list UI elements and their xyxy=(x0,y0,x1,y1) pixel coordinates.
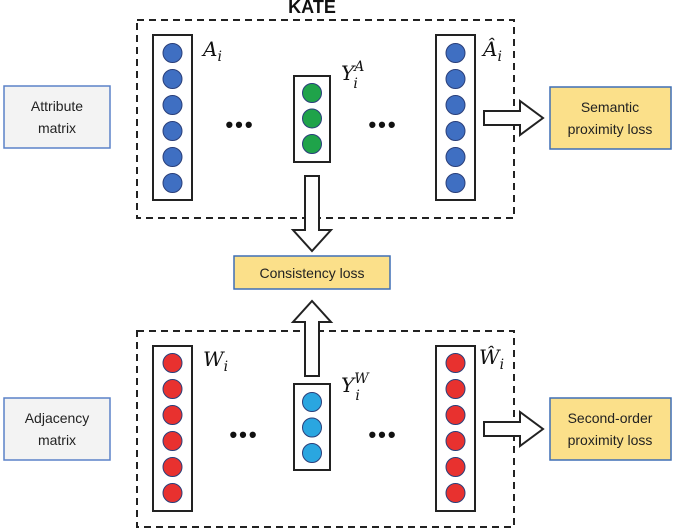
input-node xyxy=(162,405,183,425)
second-order-proximity-loss-box: Second-order proximity loss xyxy=(549,397,672,461)
bottom-code-layer xyxy=(293,383,331,471)
input-node xyxy=(162,121,183,141)
second-order-loss-label-2: proximity loss xyxy=(568,432,653,448)
semantic-loss-label-2: proximity loss xyxy=(568,121,653,137)
attribute-matrix-label-2: matrix xyxy=(38,120,76,136)
adjacency-matrix-box: Adjacency matrix xyxy=(3,397,111,461)
semantic-proximity-loss-box: Semantic proximity loss xyxy=(549,86,672,150)
input-node xyxy=(162,69,183,89)
arrow-down-to-consistency xyxy=(290,175,334,253)
adjacency-matrix-label-2: matrix xyxy=(38,432,76,448)
input-node xyxy=(162,483,183,503)
output-node xyxy=(445,95,466,115)
top-code-layer xyxy=(293,75,331,163)
code-node xyxy=(302,443,322,463)
output-node xyxy=(445,353,466,373)
top-output-layer xyxy=(435,34,476,201)
output-node xyxy=(445,43,466,63)
diagram-title: KATE xyxy=(288,0,336,17)
top-ellipsis-left: ••• xyxy=(225,112,254,137)
consistency-loss-label: Consistency loss xyxy=(259,265,364,281)
code-node xyxy=(302,392,322,412)
output-node xyxy=(445,431,466,451)
input-node xyxy=(162,173,183,193)
consistency-loss-box: Consistency loss xyxy=(233,255,391,290)
output-node xyxy=(445,405,466,425)
attribute-matrix-label-1: Attribute xyxy=(31,98,83,114)
top-autoencoder-block xyxy=(136,19,515,219)
output-node xyxy=(445,483,466,503)
top-output-label: Âi xyxy=(481,37,502,65)
bottom-input-layer xyxy=(152,345,193,512)
adjacency-matrix-label-1: Adjacency xyxy=(25,410,90,426)
input-node xyxy=(162,353,183,373)
output-node xyxy=(445,147,466,167)
bottom-output-layer xyxy=(435,345,476,512)
bottom-ellipsis-right: ••• xyxy=(368,422,397,447)
bottom-ellipsis-left: ••• xyxy=(229,422,258,447)
input-node xyxy=(162,43,183,63)
output-node xyxy=(445,121,466,141)
bottom-output-label: Ŵi xyxy=(479,345,504,373)
code-node xyxy=(302,83,322,103)
top-input-layer xyxy=(152,34,193,201)
input-node xyxy=(162,431,183,451)
output-node xyxy=(445,173,466,193)
arrow-to-second-order-loss xyxy=(483,410,545,448)
input-node xyxy=(162,95,183,115)
top-input-label: Ai xyxy=(201,37,222,65)
code-node xyxy=(302,417,322,438)
code-node xyxy=(302,134,322,154)
output-node xyxy=(445,69,466,89)
input-node xyxy=(162,147,183,167)
arrow-to-semantic-loss xyxy=(483,99,545,137)
input-node xyxy=(162,379,183,399)
attribute-matrix-box: Attribute matrix xyxy=(3,85,111,149)
bottom-input-label: Wi xyxy=(203,347,228,375)
output-node xyxy=(445,457,466,477)
input-node xyxy=(162,457,183,477)
code-node xyxy=(302,108,322,129)
output-node xyxy=(445,379,466,399)
top-ellipsis-right: ••• xyxy=(368,112,397,137)
arrow-up-to-consistency xyxy=(290,299,334,377)
semantic-loss-label-1: Semantic xyxy=(581,99,639,115)
second-order-loss-label-1: Second-order xyxy=(568,410,653,426)
